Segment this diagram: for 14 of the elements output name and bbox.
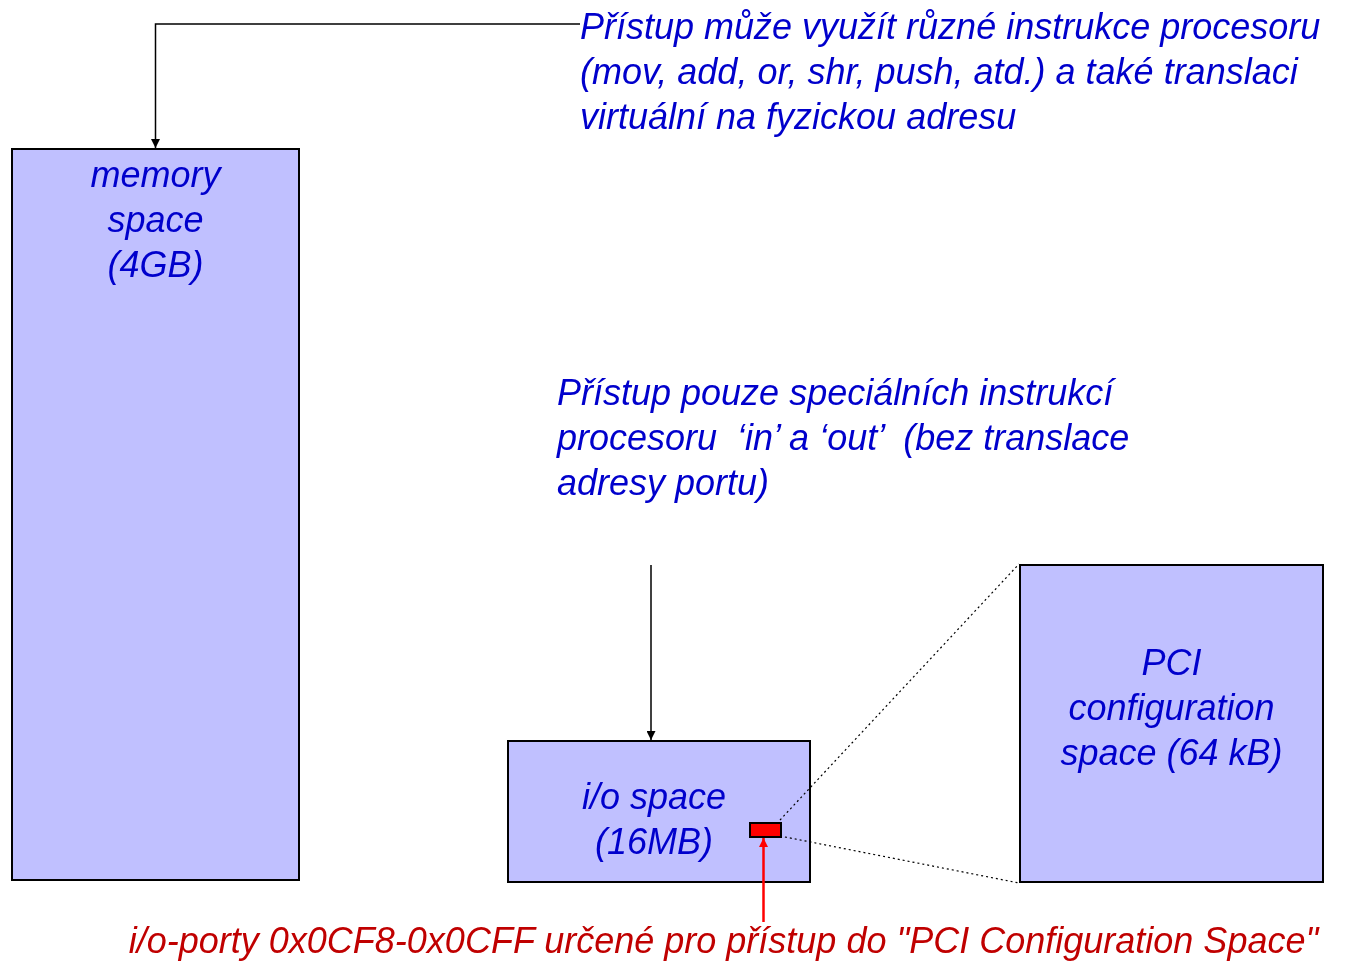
note-text: i/o-porty 0x0CF8-0x0CFF určené pro přístup do "PCI Configuration Space" [128,919,1319,963]
arrow [646,564,656,741]
zoom-guide-line [779,563,1020,821]
arrow [759,838,768,922]
box-label: PCI configuration space (64 kB) [1059,641,1284,775]
pci-configuration-box [1019,564,1324,883]
box-label: i/o space (16MB) [580,775,728,864]
note-text: Přístup pouze speciálních instrukcí procesoru ‘in’ a ‘out’ (bez translace adresy portu) [557,371,1131,505]
io-space-box [507,740,811,883]
port-range-box [749,822,782,838]
note-text: Přístup může využít různé instrukce procesoru (mov, add, or, shr, push, atd.) a také translaci virtuální na fyzickou adresu [580,5,1322,139]
memory-space-box [11,148,300,881]
box-label: memory space (4GB) [89,153,223,287]
arrow [151,23,581,149]
